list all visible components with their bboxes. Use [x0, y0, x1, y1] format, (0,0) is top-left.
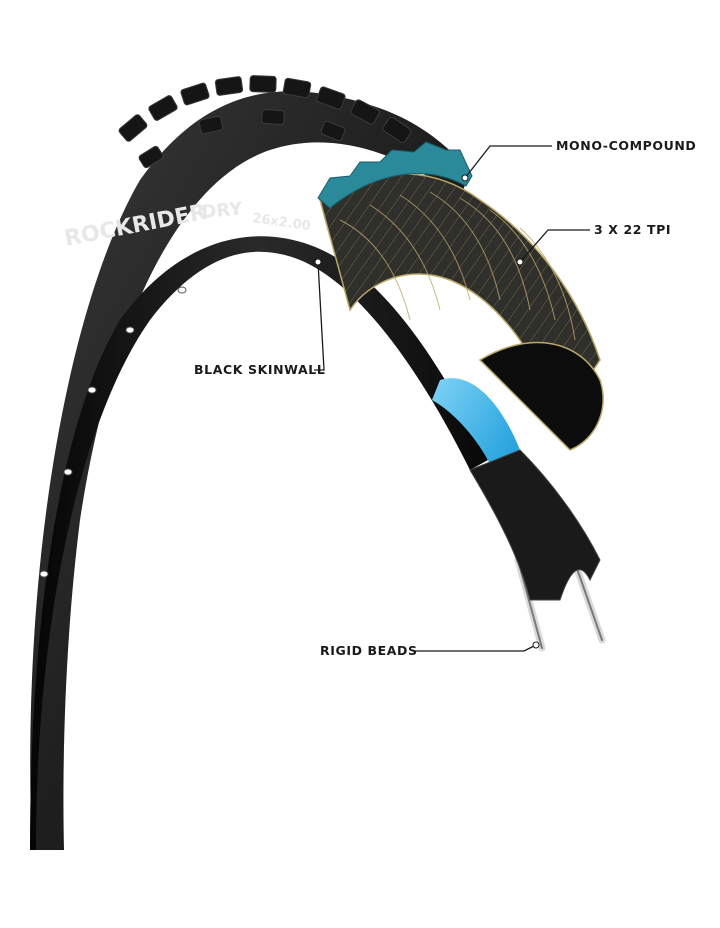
label-black-skinwall: BLACK SKINWALL [194, 362, 325, 377]
leader-rigid-beads [412, 644, 537, 652]
casing-opening [478, 341, 604, 451]
label-tpi: 3 X 22 TPI [594, 222, 671, 237]
tread-blocks [118, 75, 412, 169]
label-rigid-beads: RIGID BEADS [320, 643, 418, 658]
callout-leaders [314, 145, 590, 652]
label-mono-compound: MONO-COMPOUND [556, 138, 696, 153]
callout-dots [314, 174, 540, 649]
leader-tpi [519, 229, 590, 263]
tire-casing-cutaway [319, 173, 601, 422]
tread-cap-layer [317, 141, 473, 209]
casing-cord-threads [339, 191, 576, 341]
sidewall-variant-text: DRY [201, 198, 244, 223]
tire-outer-body [30, 91, 471, 851]
sidewall-size-text: 26x2.00 [251, 211, 311, 234]
rim-cutaway-wall [469, 449, 601, 601]
leader-mono-compound [464, 145, 552, 179]
rim-spoke-holes [39, 286, 187, 578]
leader-black-skinwall [314, 261, 325, 371]
